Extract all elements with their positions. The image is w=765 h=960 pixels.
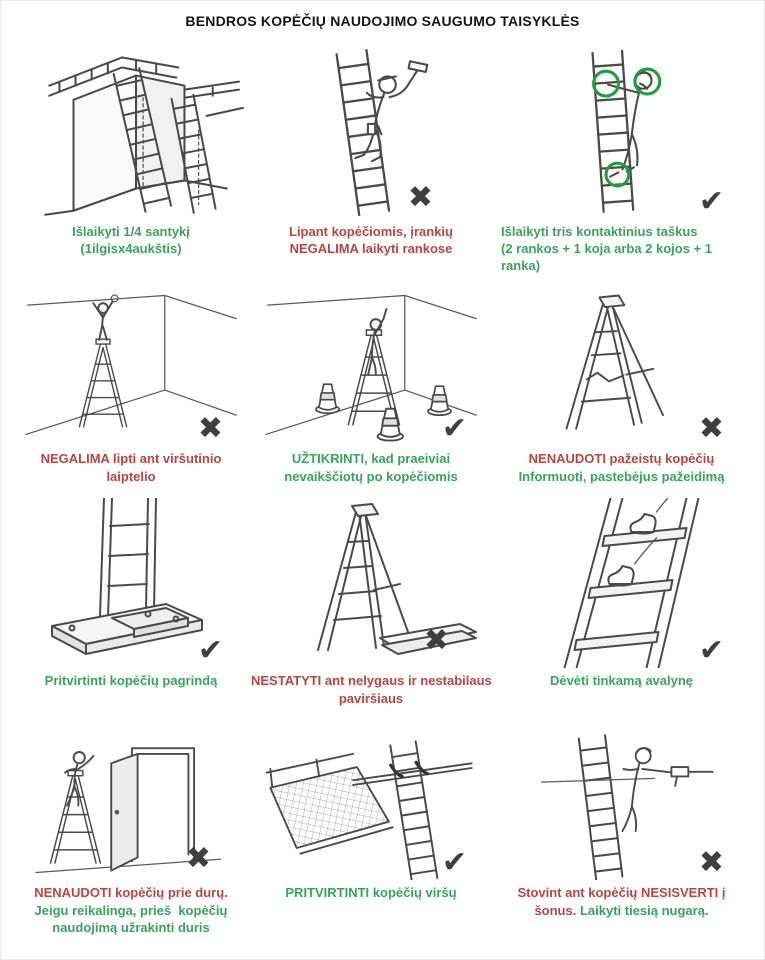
caption-line: ranka) xyxy=(501,258,541,274)
illustration-no-leaning-sideways: ✖ xyxy=(495,720,748,881)
illustration-ladder-near-door: ✖ xyxy=(15,720,247,880)
contact-point-highlights xyxy=(592,67,662,188)
illustration-secure-base: ✔ xyxy=(15,498,247,668)
rule-cell-proper-footwear: ✔ Dėvėti tinkamą avalynę xyxy=(495,498,748,720)
caption-proper-footwear: Dėvėti tinkamą avalynę xyxy=(495,672,748,712)
check-mark-icon: ✔ xyxy=(441,411,467,447)
footwear-drawing xyxy=(563,498,700,669)
rule-cell-no-leaning-sideways: ✖ Stovint ant kopėčių NESISVERTI į šonus… xyxy=(495,720,748,943)
caption-line: NEGALIMA laikyti rankose xyxy=(289,241,453,257)
anchored-base-drawing xyxy=(51,498,203,656)
x-mark-icon: ✖ xyxy=(407,180,433,215)
rule-cell-secure-top: ✔ PRITVIRTINTI kopėčių viršų xyxy=(251,720,491,943)
rule-cell-damaged-ladder: ✖ NENAUDOTI pažeistų kopėčių Informuoti,… xyxy=(495,282,748,498)
rule-cell-tools-in-hands: ✖ Lipant kopėčiomis, įrankių NEGALIMA la… xyxy=(251,35,491,282)
illustration-proper-footwear: ✔ xyxy=(495,498,748,669)
illustration-passersby-cones: ✔ xyxy=(251,282,491,446)
x-mark-icon: ✖ xyxy=(185,841,211,877)
caption-line: (1ilgisx4aukštis) xyxy=(80,241,182,257)
caption-line: Dėvėti tinkamą avalynę xyxy=(549,673,694,689)
caption-top-step: NEGALIMA lipti ant viršutinio laiptelio xyxy=(15,450,247,490)
caption-quarter-ratio: Išlaikyti 1/4 santykį (1ilgisx4aukštis) xyxy=(15,223,247,263)
illustration-quarter-ratio xyxy=(15,35,247,219)
caption-line: NESTATYTI ant nelygaus ir nestabilaus xyxy=(251,673,492,689)
check-mark-icon: ✔ xyxy=(698,633,724,669)
page-title: BENDROS KOPĖČIŲ NAUDOJIMO SAUGUMO TAISYK… xyxy=(185,13,580,29)
caption-line: Lipant kopėčiomis, įrankių xyxy=(289,224,453,239)
illustration-tools-in-hands: ✖ xyxy=(251,35,491,219)
caption-no-leaning-sideways: Stovint ant kopėčių NESISVERTI į šonus. … xyxy=(495,884,748,924)
rule-cell-ladder-near-door: ✖ NENAUDOTI kopėčių prie durų. Jeigu rei… xyxy=(15,720,247,943)
caption-line: NENAUDOTI pažeistų kopėčių xyxy=(528,451,715,467)
caption-three-contact-points: Išlaikyti tris kontaktinius taškus (2 ra… xyxy=(495,223,748,274)
illustration-damaged-ladder: ✖ xyxy=(495,282,748,446)
caption-line: Informuoti, pastebėjus pažeidimą xyxy=(518,468,725,484)
caption-line: Išlaikyti 1/4 santykį xyxy=(72,224,190,239)
caption-line: NEGALIMA lipti ant viršutinio xyxy=(40,451,222,467)
x-mark-icon: ✖ xyxy=(423,623,449,659)
caption-line: NENAUDOTI kopėčių prie durų. xyxy=(34,885,228,901)
uneven-surface-drawing xyxy=(317,503,477,656)
check-mark-icon: ✔ xyxy=(197,633,223,669)
secured-top-drawing xyxy=(265,740,473,881)
climber-with-hammer-drawing xyxy=(335,49,429,217)
caption-secure-base: Pritvirtinti kopėčių pagrindą xyxy=(15,672,247,712)
caption-tools-in-hands: Lipant kopėčiomis, įrankių NEGALIMA laik… xyxy=(251,223,491,263)
x-mark-icon: ✖ xyxy=(197,411,223,447)
door-drawing xyxy=(35,747,222,874)
caption-line: paviršiaus xyxy=(338,690,404,706)
caption-line: nevaikščiotų po kopėčiomis xyxy=(284,468,458,484)
check-mark-icon: ✔ xyxy=(698,184,724,219)
caption-passersby-cones: UŽTIKRINTI, kad praeiviai nevaikščiotų p… xyxy=(251,450,491,490)
caption-line: Pritvirtinti kopėčių pagrindą xyxy=(44,673,218,689)
caption-line: UŽTIKRINTI, kad praeiviai xyxy=(291,451,451,467)
illustration-three-contact-points: ✔ xyxy=(495,35,748,219)
caption-ladder-near-door: NENAUDOTI kopėčių prie durų. Jeigu reika… xyxy=(15,884,247,935)
caption-segment: Stovint ant kopėčių NESISVERTI į šonus. xyxy=(517,885,726,918)
strap-ties xyxy=(389,761,430,779)
rule-cell-passersby-cones: ✔ UŽTIKRINTI, kad praeiviai nevaikščiotų… xyxy=(251,282,491,498)
ladder-angle-drawing xyxy=(44,56,244,216)
damaged-ladder-drawing xyxy=(565,295,664,431)
rules-grid: Išlaikyti 1/4 santykį (1ilgisx4aukštis) xyxy=(1,35,764,944)
illustration-uneven-surface: ✖ xyxy=(251,498,491,668)
caption-segment: Laikyti tiesią nugarą. xyxy=(579,902,709,918)
leaning-with-drill-drawing xyxy=(540,734,714,881)
x-mark-icon: ✖ xyxy=(698,845,724,881)
rule-cell-three-contact-points: ✔ Išlaikyti tris kontaktinius taškus (2 … xyxy=(495,35,748,282)
rule-cell-secure-base: ✔ Pritvirtinti kopėčių pagrindą xyxy=(15,498,247,720)
caption-line: PRITVIRTINTI kopėčių viršų xyxy=(285,885,457,901)
check-mark-icon: ✔ xyxy=(441,845,467,881)
rule-cell-top-step: ✖ NEGALIMA lipti ant viršutinio laipteli… xyxy=(15,282,247,498)
caption-line: naudojimą užrakinti duris xyxy=(52,919,210,935)
rule-cell-uneven-surface: ✖ NESTATYTI ant nelygaus ir nestabilaus … xyxy=(251,498,492,720)
caption-secure-top: PRITVIRTINTI kopėčių viršų xyxy=(251,884,491,924)
illustration-secure-top: ✔ xyxy=(251,720,491,881)
x-mark-icon: ✖ xyxy=(698,411,724,447)
caption-damaged-ladder: NENAUDOTI pažeistų kopėčių Informuoti, p… xyxy=(495,450,748,490)
caption-line: laiptelio xyxy=(106,468,156,484)
illustration-top-step: ✖ xyxy=(15,282,247,446)
cones-drawing xyxy=(265,295,477,443)
caption-line: Jeigu reikalinga, prieš kopėčių xyxy=(34,902,228,918)
caption-line: (2 rankos + 1 koja arba 2 kojos + 1 xyxy=(501,241,712,257)
rule-cell-quarter-ratio: Išlaikyti 1/4 santykį (1ilgisx4aukštis) xyxy=(15,35,247,282)
caption-line: Išlaikyti tris kontaktinius taškus xyxy=(501,224,698,239)
caption-uneven-surface: NESTATYTI ant nelygaus ir nestabilaus pa… xyxy=(251,672,492,712)
top-step-drawing xyxy=(25,294,237,436)
three-contacts-drawing xyxy=(591,49,662,213)
